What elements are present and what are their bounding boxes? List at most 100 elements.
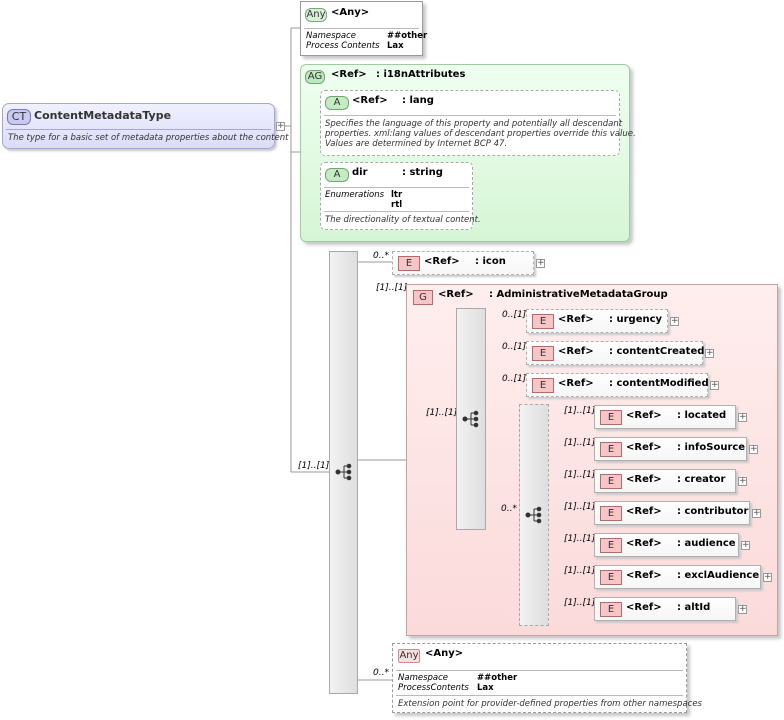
sequence-icon: [525, 506, 542, 524]
element-ref: <Ref>: [626, 410, 662, 421]
any-bottom-pc-label: ProcessContents: [398, 683, 469, 693]
alt-id-cardinality: [1]..[1]: [564, 598, 596, 608]
any-bottom-ns-value: ##other: [477, 673, 518, 683]
element-badge: E: [600, 474, 622, 489]
contributor-cardinality: [1]..[1]: [564, 502, 596, 512]
any-bottom-ns-label: Namespace: [398, 673, 449, 683]
element-badge: E: [600, 570, 622, 585]
any-ns-value: ##other: [387, 31, 428, 41]
modified-expand-icon[interactable]: +: [710, 380, 719, 390]
element-contributor-box[interactable]: E <Ref> : contributor: [594, 501, 750, 525]
element-info-source-box[interactable]: E <Ref> : infoSource: [594, 437, 747, 461]
creator-cardinality: [1]..[1]: [564, 470, 596, 480]
located-expand-icon[interactable]: +: [738, 412, 747, 422]
attr-lang-ref: <Ref>: [352, 95, 388, 106]
element-badge: E: [532, 346, 554, 361]
choice-cardinality: 0..*: [501, 504, 517, 514]
attr-dir-doc: The directionality of textual content.: [325, 215, 481, 225]
element-icon-box[interactable]: E <Ref> : icon: [392, 251, 534, 275]
any-bottom-cardinality: 0..*: [373, 668, 389, 678]
element-ref: <Ref>: [558, 314, 594, 325]
attr-dir-enum-2: rtl: [391, 200, 403, 210]
attr-lang-box[interactable]: A <Ref> : lang Specifies the language of…: [320, 90, 636, 156]
inner-seq-cardinality: [1]..[1]: [426, 408, 458, 418]
any-pc-value: Lax: [387, 41, 404, 51]
attribute-group-box[interactable]: AG <Ref> : i18nAttributes A <Ref> : lang…: [300, 64, 636, 242]
any-ns-label: Namespace: [306, 31, 357, 41]
modified-cardinality: 0..[1]: [502, 374, 527, 384]
element-badge: E: [532, 378, 554, 393]
attr-dir-name: dir: [352, 167, 368, 178]
element-content-created-box[interactable]: E <Ref> : contentCreated: [526, 341, 705, 365]
element-name: : contributor: [677, 506, 749, 517]
element-name: : contentModified: [609, 378, 709, 389]
element-audience-box[interactable]: E <Ref> : audience: [594, 533, 739, 557]
attr-dir-box[interactable]: A dir : string Enumerations ltr rtl The …: [320, 162, 481, 230]
complex-type-box[interactable]: CT ContentMetadataType The type for a ba…: [2, 103, 288, 149]
element-creator-box[interactable]: E <Ref> : creator: [594, 469, 736, 493]
excl-audience-expand-icon[interactable]: +: [763, 572, 772, 582]
any-pc-label: Process Contents: [306, 41, 380, 51]
element-ref: <Ref>: [626, 442, 662, 453]
group-badge: G: [413, 290, 433, 305]
element-alt-id-box[interactable]: E <Ref> : altId: [594, 597, 736, 621]
attr-dir-enum-label: Enumerations: [325, 190, 385, 200]
audience-cardinality: [1]..[1]: [564, 534, 596, 544]
group-name: : AdministrativeMetadataGroup: [489, 289, 668, 300]
element-ref: <Ref>: [626, 474, 662, 485]
contributor-expand-icon[interactable]: +: [752, 508, 761, 518]
excl-audience-cardinality: [1]..[1]: [564, 566, 596, 576]
any-badge: Any: [305, 8, 327, 22]
element-urgency-box[interactable]: E <Ref> : urgency: [526, 309, 668, 333]
element-badge: E: [600, 442, 622, 457]
element-icon-name: : icon: [475, 256, 506, 267]
element-icon-badge: E: [398, 256, 420, 271]
element-icon-ref: <Ref>: [424, 256, 460, 267]
element-ref: <Ref>: [558, 378, 594, 389]
attr-dir-type: : string: [402, 167, 443, 178]
alt-id-expand-icon[interactable]: +: [738, 604, 747, 614]
element-ref: <Ref>: [626, 602, 662, 613]
group-ref: <Ref>: [438, 289, 474, 300]
located-cardinality: [1]..[1]: [564, 406, 596, 416]
complex-type-doc: The type for a basic set of metadata pro…: [8, 133, 289, 143]
element-badge: E: [600, 538, 622, 553]
sequence-icon: [335, 463, 352, 481]
any-bottom-box[interactable]: Any <Any> Namespace ##other ProcessConte…: [392, 643, 702, 713]
element-name: : audience: [677, 538, 736, 549]
element-badge: E: [600, 410, 622, 425]
any-top-box[interactable]: Any <Any> Namespace ##other Process Cont…: [300, 1, 427, 56]
attr-lang-doc-3: Values are determined by Internet BCP 47…: [325, 139, 508, 149]
urgency-expand-icon[interactable]: +: [670, 316, 679, 326]
icon-expand-icon[interactable]: +: [536, 258, 545, 268]
info-source-expand-icon[interactable]: +: [749, 444, 758, 454]
any-title: <Any>: [331, 7, 370, 18]
sequence-icon: [462, 410, 479, 428]
attr-lang-doc-1: Specifies the language of this property …: [325, 119, 623, 129]
audience-expand-icon[interactable]: +: [741, 540, 750, 550]
complex-type-name: ContentMetadataType: [34, 109, 172, 122]
element-badge: E: [532, 314, 554, 329]
element-excl-audience-box[interactable]: E <Ref> : exclAudience: [594, 565, 761, 589]
group-cardinality: [1]..[1]: [376, 283, 408, 293]
info-source-cardinality: [1]..[1]: [564, 438, 596, 448]
element-ref: <Ref>: [558, 346, 594, 357]
element-name: : altId: [677, 602, 711, 613]
creator-expand-icon[interactable]: +: [738, 476, 747, 486]
attr-dir-enum-1: ltr: [391, 190, 403, 200]
element-ref: <Ref>: [626, 538, 662, 549]
ag-name: : i18nAttributes: [376, 69, 466, 80]
any-bottom-badge: Any: [398, 649, 420, 663]
attr-dir-badge: A: [325, 168, 349, 182]
element-name: : urgency: [609, 314, 663, 325]
created-expand-icon[interactable]: +: [705, 348, 714, 358]
element-name: : infoSource: [677, 442, 746, 453]
element-located-box[interactable]: E <Ref> : located: [594, 405, 736, 429]
ag-badge: AG: [305, 70, 325, 84]
created-cardinality: 0..[1]: [502, 342, 527, 352]
ct-expand-icon[interactable]: +: [276, 121, 285, 131]
element-name: : contentCreated: [609, 346, 705, 357]
ag-ref: <Ref>: [331, 69, 367, 80]
element-content-modified-box[interactable]: E <Ref> : contentModified: [526, 373, 709, 397]
element-name: : creator: [677, 474, 726, 485]
